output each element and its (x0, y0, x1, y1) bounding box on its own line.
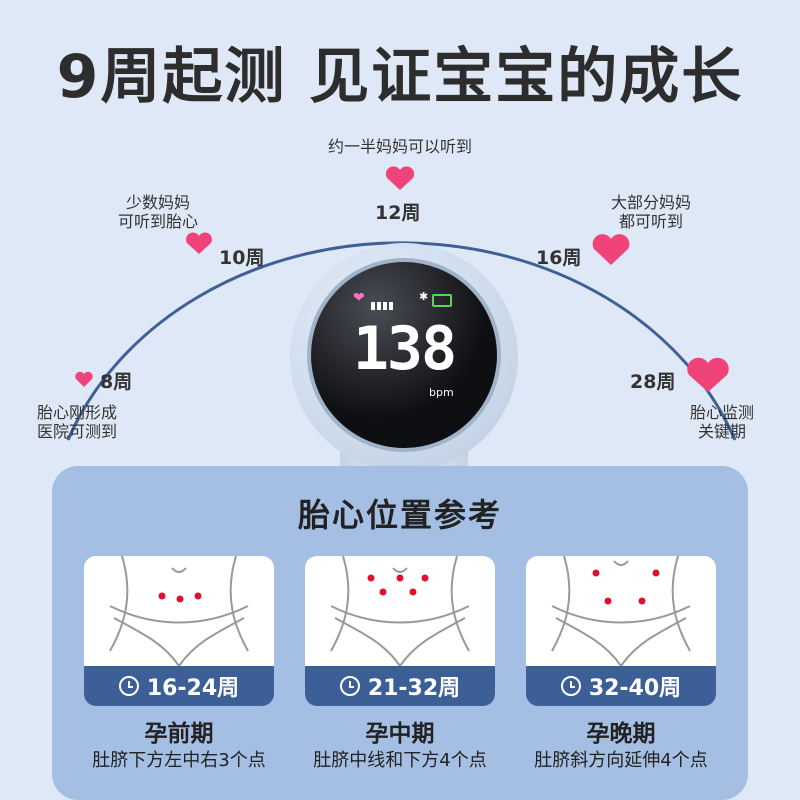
clock-icon (118, 676, 139, 696)
bpm-value: 138 (352, 314, 457, 384)
stage-label-3: 孕晚期 (586, 721, 656, 747)
heart-icon-8 (75, 371, 93, 387)
note-28-line1: 胎心监测 (689, 403, 754, 422)
week-range-3: 32-40周 (588, 676, 682, 701)
device-screen: ❤ ✱ 138 bpm (307, 258, 501, 452)
bluetooth-icon: ✱ (419, 290, 429, 303)
note-16-line2: 都可听到 (618, 212, 683, 231)
week-label-12: 12周 (375, 202, 421, 224)
note-10-line2: 可听到胎心 (117, 212, 198, 231)
week-label-10: 10周 (219, 247, 265, 269)
bpm-unit: bpm (429, 386, 454, 399)
clock-icon (339, 676, 360, 696)
note-8-line2: 医院可测到 (36, 422, 117, 441)
note-12: 约一半妈妈可以听到 (280, 137, 520, 156)
belly-illustration-3 (551, 556, 691, 666)
week-range-band-1: 16-24周 (84, 666, 274, 706)
stage-label-1: 孕前期 (144, 721, 214, 747)
week-range-2: 21-32周 (367, 676, 461, 701)
note-16-line1: 大部分妈妈 (610, 193, 691, 212)
stage-desc-3: 肚脐斜方向延伸4个点 (534, 750, 708, 771)
note-28-line2: 关键期 (697, 422, 746, 441)
note-8-line1: 胎心刚形成 (36, 403, 117, 422)
week-label-8: 8周 (100, 371, 133, 393)
note-8: 胎心刚形成 医院可测到 (22, 403, 132, 441)
position-card-2: 21-32周 (305, 556, 495, 706)
position-reference-panel: 胎心位置参考 16-24周 孕前期 肚脐下方左中右3个点 (52, 466, 748, 800)
week-label-28: 28周 (630, 371, 676, 393)
week-range-band-3: 32-40周 (526, 666, 716, 706)
arc-line (66, 241, 737, 441)
week-range-band-2: 21-32周 (305, 666, 495, 706)
heart-icon-12 (385, 166, 415, 190)
note-10-line1: 少数妈妈 (125, 193, 190, 212)
battery-icon (432, 294, 452, 307)
note-12-line1: 约一半妈妈可以听到 (327, 137, 472, 156)
screen-heart-icon: ❤ (353, 290, 365, 306)
stage-label-2: 孕中期 (365, 721, 435, 747)
stage-desc-1: 肚脐下方左中右3个点 (92, 750, 266, 771)
week-range-1: 16-24周 (146, 676, 240, 701)
belly-illustration-1 (109, 556, 249, 666)
panel-title: 胎心位置参考 (297, 496, 502, 534)
signal-bars-icon (371, 295, 399, 310)
note-16: 大部分妈妈 都可听到 (596, 193, 706, 231)
week-label-16: 16周 (536, 247, 582, 269)
heart-icon-16 (592, 234, 630, 265)
stage-desc-2: 肚脐中线和下方4个点 (313, 750, 487, 771)
position-card-1: 16-24周 (84, 556, 274, 706)
heart-icon-10 (186, 232, 212, 254)
position-card-3: 32-40周 (526, 556, 716, 706)
page-title: 9周起测 见证宝宝的成长 (56, 42, 744, 112)
note-10: 少数妈妈 可听到胎心 (100, 193, 216, 231)
note-28: 胎心监测 关键期 (672, 403, 772, 441)
heart-icon-28 (687, 357, 729, 392)
belly-illustration-2 (330, 556, 470, 666)
clock-icon (560, 676, 581, 696)
